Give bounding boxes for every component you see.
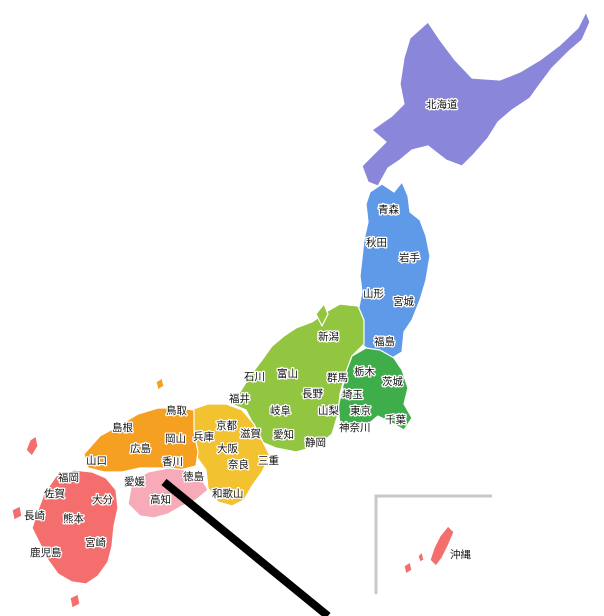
- kyushu-shape[interactable]: [31, 469, 119, 585]
- hokkaido-shape[interactable]: [361, 11, 591, 187]
- tsushima-island-shape[interactable]: [25, 435, 39, 457]
- okinawa-inset-frame: [374, 494, 492, 594]
- goto-islands-shape[interactable]: [11, 505, 23, 521]
- kinki-shape[interactable]: [189, 403, 271, 507]
- region-kinki[interactable]: [189, 403, 271, 507]
- region-shikoku[interactable]: [127, 467, 209, 519]
- yakushima-island-shape[interactable]: [69, 593, 81, 609]
- region-kyushu[interactable]: [11, 435, 119, 609]
- sado-island-shape[interactable]: [315, 303, 329, 327]
- shikoku-shape[interactable]: [127, 467, 209, 519]
- pointer-line: [161, 478, 331, 616]
- oki-islands-shape[interactable]: [155, 377, 165, 391]
- region-okinawa[interactable]: [403, 525, 455, 575]
- region-tohoku[interactable]: [355, 181, 431, 359]
- chugoku-shape[interactable]: [83, 407, 199, 473]
- okinawa-small-island-shape[interactable]: [403, 561, 413, 575]
- okinawa-main-island-shape[interactable]: [429, 525, 455, 567]
- okinawa-small-island-shape[interactable]: [417, 551, 425, 563]
- region-kanto[interactable]: [337, 347, 413, 431]
- region-chugoku[interactable]: [83, 407, 199, 473]
- kanto-shape[interactable]: [337, 347, 413, 431]
- label-okinawa: 沖縄: [450, 548, 471, 561]
- region-hokkaido[interactable]: [361, 11, 591, 187]
- tohoku-shape[interactable]: [355, 181, 431, 359]
